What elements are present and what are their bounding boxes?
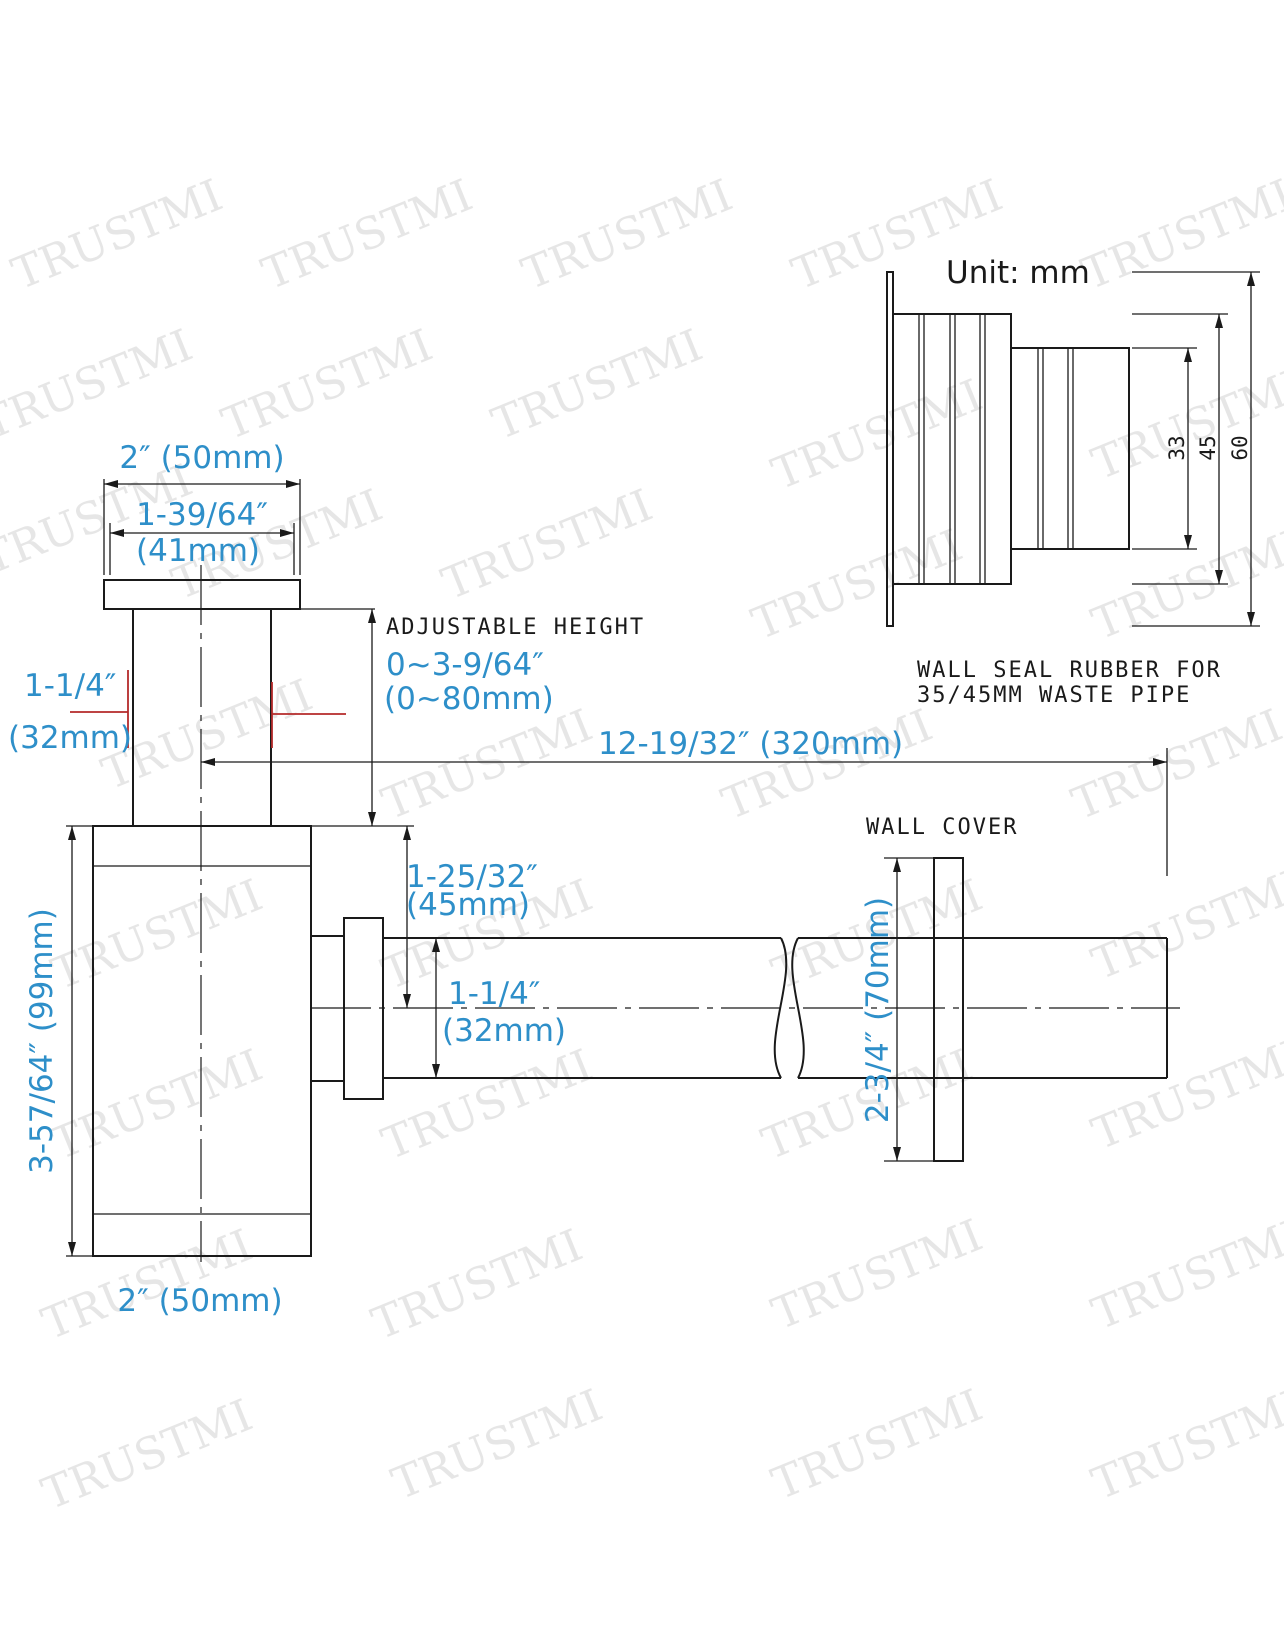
watermark-text: TRUSTMI (485, 320, 709, 450)
wall-seal-rubber-drawing (886, 271, 1260, 627)
seal-dim-33: 33 (1165, 435, 1189, 460)
watermark-text: TRUSTMI (1085, 1380, 1284, 1510)
watermark-text: TRUSTMI (1065, 700, 1284, 830)
bottom-width-label: 2″ (50mm) (117, 1283, 282, 1319)
outlet-pipe-in-label: 1-1/4″ (448, 976, 540, 1012)
seal-dim-45: 45 (1196, 435, 1220, 460)
tail-pipe-in-label: 1-1/4″ (24, 668, 116, 704)
outlet-offset-mm-label: (45mm) (406, 887, 530, 923)
watermark-text: TRUSTMI (45, 870, 269, 1000)
siphon-dimension-lines (66, 479, 1168, 1257)
wall-cover-label: WALL COVER (866, 815, 1018, 840)
seal-caption-line2: 35/45MM WASTE PIPE (917, 683, 1191, 708)
watermark-text: TRUSTMI (1085, 860, 1284, 990)
watermark-text: TRUSTMI (255, 170, 479, 300)
watermark-text: TRUSTMI (745, 520, 969, 650)
watermark-text: TRUSTMI (215, 320, 439, 450)
watermark-text: TRUSTMI (765, 1380, 989, 1510)
adjustable-height-mm-label: (0~80mm) (384, 681, 554, 717)
watermark-text: TRUSTMI (365, 1220, 589, 1350)
wall-cover-diameter-label: 2-3/4″ (70mm) (860, 897, 896, 1123)
watermark-text: TRUSTMI (1085, 1030, 1284, 1160)
watermark-text: TRUSTMI (715, 700, 939, 830)
outlet-pipe-mm-label: (32mm) (442, 1013, 566, 1049)
siphon-body-drawing (70, 565, 1180, 1262)
watermark-text: TRUSTMI (35, 1390, 259, 1520)
body-height-label: 3-57/64″ (99mm) (24, 908, 60, 1174)
watermark-text: TRUSTMI (385, 1380, 609, 1510)
watermark-text: TRUSTMI (375, 1040, 599, 1170)
seal-caption-line1: WALL SEAL RUBBER FOR (917, 658, 1222, 683)
watermark-text: TRUSTMI (765, 370, 989, 500)
watermark-text: TRUSTMI (765, 1210, 989, 1340)
top-inner-width-in-label: 1-39/64″ (136, 497, 268, 533)
watermark-text: TRUSTMI (5, 170, 229, 300)
watermark-text: TRUSTMI (375, 700, 599, 830)
watermark-text: TRUSTMI (1085, 520, 1284, 650)
watermark-text: TRUSTMI (435, 480, 659, 610)
adjustable-height-label: ADJUSTABLE HEIGHT (386, 615, 645, 640)
tail-pipe-mm-label: (32mm) (8, 720, 132, 756)
total-length-label: 12-19/32″ (320mm) (598, 726, 903, 762)
watermark-text: TRUSTMI (515, 170, 739, 300)
watermark-text: TRUSTMI (1085, 360, 1284, 490)
outlet-offset-in-label: 1-25/32″ (406, 859, 538, 895)
top-outer-width-label: 2″ (50mm) (119, 440, 284, 476)
top-inner-width-mm-label: (41mm) (136, 533, 260, 569)
watermark-text: TRUSTMI (1085, 1210, 1284, 1340)
watermark-text: TRUSTMI (0, 320, 199, 450)
unit-label: Unit: mm (946, 255, 1090, 291)
seal-dim-60: 60 (1228, 435, 1252, 460)
adjustable-height-in-label: 0~3-9/64″ (386, 647, 544, 683)
watermark-text: TRUSTMI (45, 1040, 269, 1170)
